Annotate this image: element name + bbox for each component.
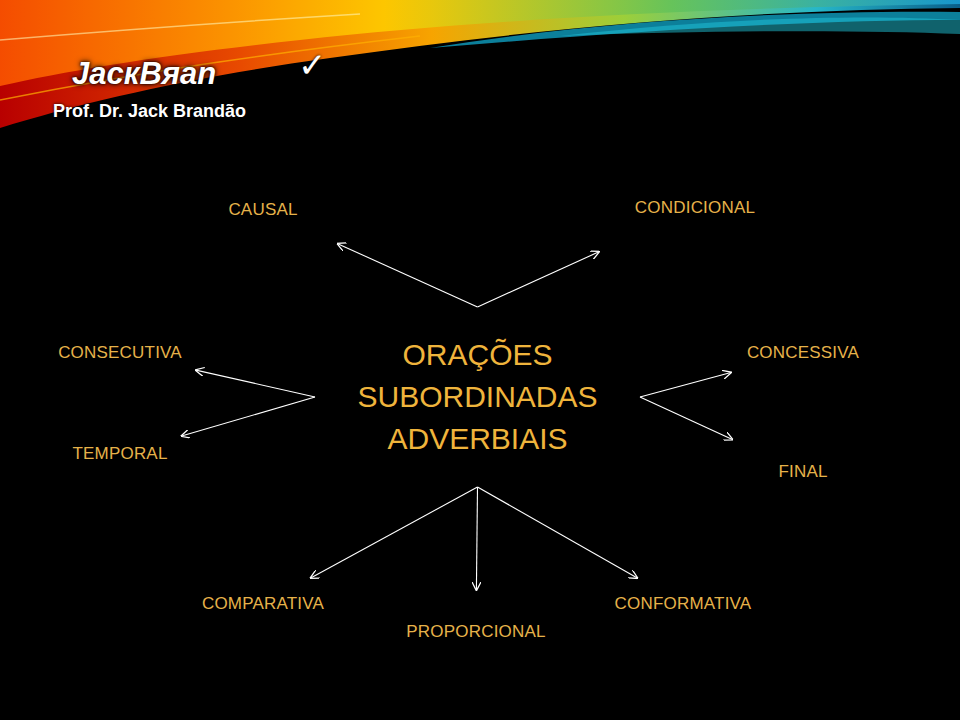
category-node: CONSECUTIVA [52,339,188,367]
category-text: CONSECUTIVA [58,343,182,363]
arrow-connector [311,487,478,578]
arrow-connector [640,373,731,398]
category-text: FINAL [778,462,827,482]
category-text: COMPARATIVA [202,594,324,614]
category-text: CONCESSIVA [747,343,859,363]
category-node: COMPARATIVA [196,590,330,618]
arrow-connector [478,487,638,578]
author-name: Prof. Dr. Jack Brandão [53,101,246,122]
brand-logo: JacкBяan [72,56,216,92]
swoosh-line [0,14,360,40]
arrow-connector [478,252,599,307]
topic-text: ORAÇÕES SUBORDINADAS ADVERBIAIS [343,334,613,460]
check-mark: ✓ [298,45,327,85]
arrow-connector [338,244,478,307]
category-node: CONFORMATIVA [609,590,758,618]
category-node: PROPORCIONAL [400,618,551,646]
category-node: CONCESSIVA [741,339,865,367]
category-text: CONDICIONAL [635,198,755,218]
category-text: TEMPORAL [72,444,167,464]
arrow-connector [196,370,315,397]
arrow-connector [182,397,315,436]
swoosh-band [560,17,960,36]
central-topic: ORAÇÕES SUBORDINADAS ADVERBIAIS [315,307,640,487]
category-text: CAUSAL [228,200,297,220]
category-node: FINAL [772,458,833,486]
category-node: CAUSAL [222,196,303,224]
swoosh-line [0,36,420,100]
swoosh-band [430,12,960,48]
category-node: TEMPORAL [66,440,173,468]
arrow-connector [640,397,732,440]
category-text: PROPORCIONAL [406,622,545,642]
category-text: CONFORMATIVA [615,594,752,614]
swoosh-band [0,0,960,128]
arrow-connector [476,487,477,590]
category-node: CONDICIONAL [629,194,761,222]
